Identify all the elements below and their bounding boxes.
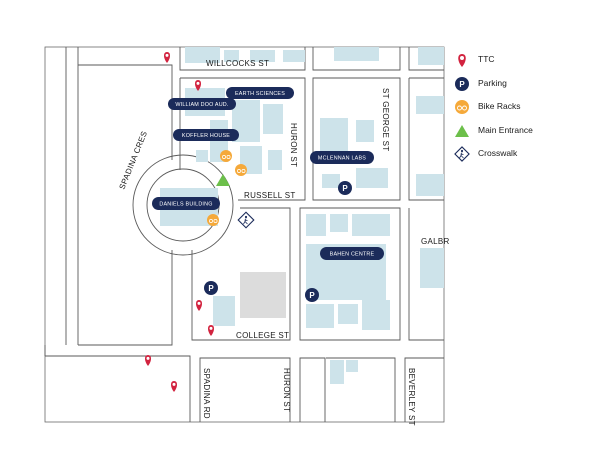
map-pin-icon[interactable] — [195, 80, 201, 91]
map-legend: TTC P Parking Bike Racks Main Entrance C… — [454, 52, 594, 170]
map-pin-icon[interactable] — [164, 52, 170, 63]
legend-label-crosswalk: Crosswalk — [478, 148, 518, 158]
map-pin-icon — [458, 54, 466, 67]
legend-item-bike[interactable]: Bike Racks — [454, 99, 594, 123]
svg-text:WILLIAM DOO AUD.: WILLIAM DOO AUD. — [175, 102, 228, 108]
svg-text:KOFFLER HOUSE: KOFFLER HOUSE — [182, 133, 230, 139]
parking-icon: P — [455, 76, 469, 91]
street-label-willcocks: WILLCOCKS ST — [206, 59, 269, 68]
building-pill-daniels[interactable]: DANIELS BUILDING — [152, 197, 220, 210]
grey-building — [240, 272, 286, 318]
street-label-huron-south: HURON ST — [282, 368, 291, 412]
bike-rack-icon[interactable] — [235, 164, 247, 176]
legend-item-crosswalk[interactable]: Crosswalk — [454, 146, 594, 170]
legend-item-entrance[interactable]: Main Entrance — [454, 123, 594, 147]
svg-text:P: P — [309, 291, 315, 300]
building-pill-william-doo[interactable]: WILLIAM DOO AUD. — [168, 98, 236, 110]
crosswalk-icon — [454, 146, 470, 162]
building-pill-bahen[interactable]: BAHEN CENTRE — [320, 247, 384, 260]
legend-label-parking: Parking — [478, 77, 507, 88]
bike-rack-icon[interactable] — [207, 214, 219, 226]
street-label-galbraith: GALBR — [421, 237, 450, 246]
main-entrance-icon — [455, 124, 469, 137]
building-pill-koffler[interactable]: KOFFLER HOUSE — [173, 129, 239, 141]
street-label-st-george: ST GEORGE ST — [381, 88, 390, 151]
svg-text:DANIELS BUILDING: DANIELS BUILDING — [159, 202, 212, 208]
building-pill-mclennan[interactable]: MCLENNAN LABS — [310, 151, 374, 164]
svg-text:BAHEN CENTRE: BAHEN CENTRE — [330, 252, 375, 258]
bike-rack-icon[interactable] — [220, 150, 232, 162]
map-pin-icon[interactable] — [208, 325, 214, 336]
street-label-spadina-rd: SPADINA RD — [202, 368, 211, 419]
map-pin-icon[interactable] — [196, 300, 202, 311]
street-label-beverley: BEVERLEY ST — [407, 368, 416, 426]
parking-icon[interactable]: P — [338, 181, 352, 195]
street-label-russell: RUSSELL ST — [244, 191, 296, 200]
svg-text:P: P — [208, 284, 214, 293]
svg-text:EARTH SCIENCES: EARTH SCIENCES — [235, 91, 285, 97]
building-pill-earth-sciences[interactable]: EARTH SCIENCES — [226, 87, 294, 99]
crosswalk-icon[interactable] — [237, 211, 255, 229]
ttc-markers — [145, 52, 214, 392]
parking-icon[interactable]: P — [204, 281, 218, 295]
map-pin-icon[interactable] — [145, 355, 151, 366]
legend-item-ttc[interactable]: TTC — [454, 52, 594, 76]
main-entrance-icon[interactable] — [216, 174, 230, 186]
svg-text:MCLENNAN LABS: MCLENNAN LABS — [318, 156, 366, 162]
svg-text:P: P — [459, 80, 465, 89]
bike-rack-icon — [455, 100, 469, 114]
street-label-college: COLLEGE ST — [236, 331, 289, 340]
legend-label-entrance: Main Entrance — [478, 124, 533, 135]
legend-label-ttc: TTC — [478, 54, 495, 64]
map-pin-icon[interactable] — [171, 381, 177, 392]
street-label-huron-north: HURON ST — [289, 123, 298, 167]
parking-icon[interactable]: P — [305, 288, 319, 302]
svg-text:P: P — [342, 184, 348, 193]
legend-item-parking[interactable]: P Parking — [454, 76, 594, 100]
legend-label-bike: Bike Racks — [478, 101, 521, 111]
